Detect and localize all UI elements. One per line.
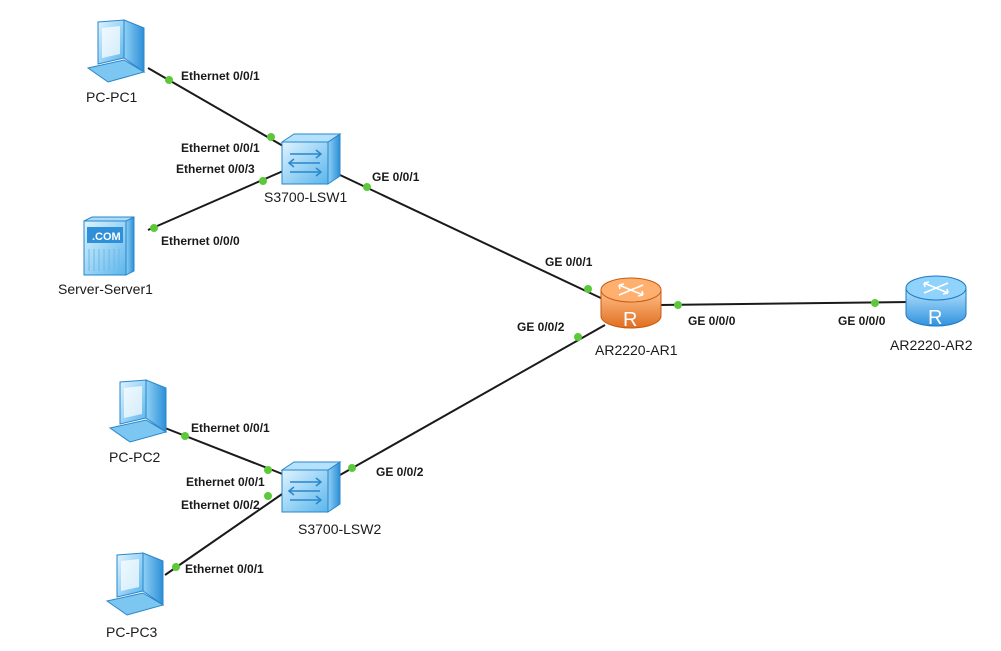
device-label-pc1: PC-PC1 [86,89,138,105]
port-label-lsw2-ge2: GE 0/0/2 [376,465,424,479]
port-label-pc3: Ethernet 0/0/1 [185,562,264,576]
port-labels: Ethernet 0/0/1 Ethernet 0/0/1 Ethernet 0… [161,69,886,576]
link-server1-lsw1[interactable] [147,167,291,231]
device-label-pc2: PC-PC2 [109,449,161,465]
port-label-ar1-ge2: GE 0/0/2 [517,320,565,334]
port-dot [264,492,272,500]
port-dot [674,301,682,309]
port-label-lsw1-ge1: GE 0/0/1 [372,170,420,184]
port-dot [574,333,582,341]
port-label-ar1-ge0: GE 0/0/0 [688,314,736,328]
port-dot [363,183,371,191]
server-badge: .COM [92,231,121,243]
pc-icon [105,552,165,616]
port-label-pc1: Ethernet 0/0/1 [181,69,260,83]
port-label-lsw1-e1: Ethernet 0/0/1 [181,141,260,155]
device-label-ar2: AR2220-AR2 [890,337,973,353]
device-label-pc3: PC-PC3 [106,624,158,640]
port-dot [165,76,173,84]
port-dot [150,224,158,232]
port-label-ar1-ge1: GE 0/0/1 [545,255,593,269]
device-label-server1: Server-Server1 [58,281,153,297]
router-icon: R [600,277,662,331]
device-server1[interactable]: .COM Server-Server1 [58,216,153,297]
port-dot [264,466,272,474]
port-dot [259,177,267,185]
router-badge: R [623,309,637,331]
device-lsw2[interactable]: S3700-LSW2 [280,461,381,537]
device-lsw1[interactable]: S3700-LSW1 [264,133,347,205]
port-label-lsw2-e1: Ethernet 0/0/1 [186,475,265,489]
link-pc3-lsw2[interactable] [164,491,286,576]
device-label-ar1: AR2220-AR1 [595,342,678,358]
device-pc1[interactable]: PC-PC1 [86,19,146,105]
switch-icon [280,133,342,185]
router-badge: R [928,307,942,329]
port-dot [181,432,189,440]
port-dot [172,563,180,571]
port-dot [348,464,356,472]
port-label-server1: Ethernet 0/0/0 [161,234,240,248]
router-icon: R [905,275,967,329]
port-label-pc2: Ethernet 0/0/1 [191,421,270,435]
device-label-lsw1: S3700-LSW1 [264,189,347,205]
switch-icon [280,461,342,513]
device-ar2[interactable]: R AR2220-AR2 [890,275,973,353]
device-label-lsw2: S3700-LSW2 [298,521,381,537]
port-dot [584,285,592,293]
port-dot [871,299,879,307]
port-label-ar2-ge0: GE 0/0/0 [838,314,886,328]
port-label-lsw2-e2: Ethernet 0/0/2 [181,498,260,512]
port-dots [150,76,879,571]
device-pc2[interactable]: PC-PC2 [108,379,168,465]
link-lsw1-ar1[interactable] [339,174,606,301]
device-pc3[interactable]: PC-PC3 [105,552,165,640]
pc-icon [86,19,146,83]
device-ar1[interactable]: R AR2220-AR1 [595,277,678,358]
link-ar1-ar2[interactable] [659,301,911,306]
server-icon: .COM [83,216,135,276]
port-label-lsw1-e3: Ethernet 0/0/3 [176,162,255,176]
link-lsw2-ar1[interactable] [339,324,606,476]
port-dot [267,133,275,141]
pc-icon [108,379,168,443]
